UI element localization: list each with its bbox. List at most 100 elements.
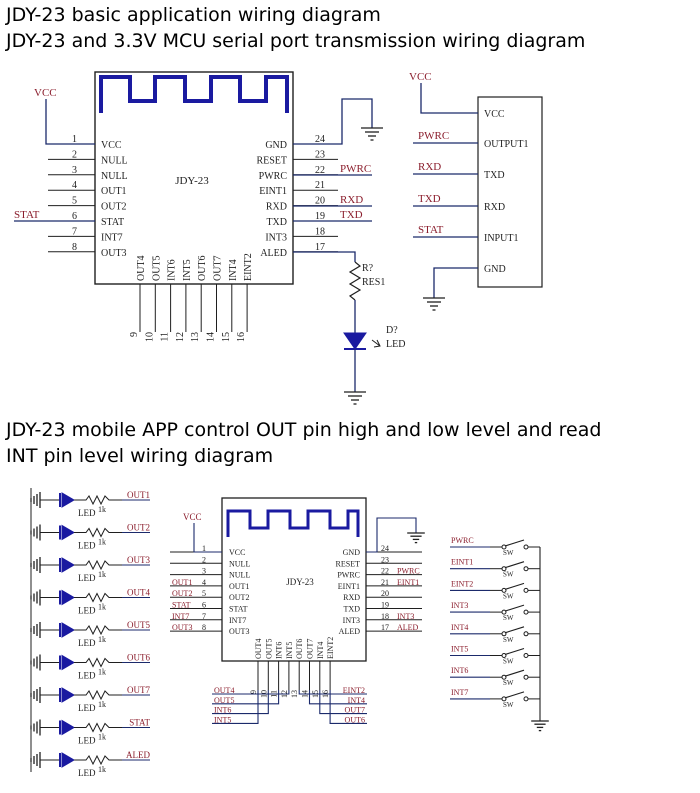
switch-net-label: EINT1 — [451, 558, 473, 567]
pin-name: INT6 — [275, 642, 284, 659]
switch-contact — [501, 653, 507, 658]
pin-name: RESET — [336, 559, 361, 568]
vcc-label: VCC — [183, 512, 202, 522]
switch-contact — [523, 631, 529, 637]
pin-number: 7 — [202, 612, 206, 621]
vcc-wire — [193, 523, 222, 553]
pin-number: 4 — [72, 180, 77, 191]
chip-name-label: JDY-23 — [286, 577, 314, 587]
pin-number: 1 — [202, 544, 206, 553]
switch-icon — [504, 539, 525, 547]
switch-net-label: INT5 — [451, 645, 468, 654]
pin-name: OUT6 — [295, 639, 304, 659]
pin-number: 18 — [381, 612, 389, 621]
bottom-net-wire — [212, 690, 290, 695]
ground-icon — [30, 687, 41, 703]
pin-name: PWRC — [337, 571, 360, 580]
pin-number: 20 — [315, 196, 325, 207]
resistor-icon — [348, 261, 362, 301]
pin-name: EINT1 — [338, 582, 360, 591]
ground-icon — [30, 719, 41, 736]
resistor-icon — [74, 754, 122, 766]
led-net-label: OUT3 — [127, 555, 150, 565]
pin-number: 19 — [315, 211, 325, 222]
mcu-pin-name: TXD — [484, 170, 505, 181]
pin-name: TXD — [344, 605, 361, 614]
heading-app-control-line1: JDY-23 mobile APP control OUT pin high a… — [6, 419, 602, 441]
pin-name: OUT3 — [101, 248, 127, 259]
led-icon — [61, 557, 75, 573]
pin-name: TXD — [266, 217, 287, 228]
pin-name: OUT2 — [229, 593, 249, 602]
antenna-trace — [226, 509, 360, 537]
heading-mcu-serial: JDY-23 and 3.3V MCU serial port transmis… — [6, 30, 586, 52]
resistor-name: RES1 — [362, 277, 385, 288]
led-net-label: OUT1 — [127, 490, 150, 500]
led-icon — [343, 332, 367, 350]
pin-name: STAT — [101, 217, 124, 228]
mcu-net-label: TXD — [418, 193, 441, 205]
led-light-arrow — [371, 339, 381, 348]
ground-icon — [344, 391, 366, 405]
mcu-pin-name: RXD — [484, 202, 505, 213]
pin-name: OUT1 — [229, 582, 249, 591]
pin-name: ALED — [339, 627, 361, 636]
pin-number: 16 — [236, 332, 247, 342]
switch-label: SW — [503, 549, 514, 557]
pin-number: 12 — [175, 332, 186, 342]
txd-net-label: TXD — [340, 209, 363, 221]
resistor-icon — [74, 559, 122, 571]
pwrc-net-label: PWRC — [340, 163, 371, 175]
antenna-trace — [99, 75, 289, 113]
resistor-icon — [74, 624, 122, 636]
vcc-label: VCC — [34, 87, 57, 99]
led-net-label: OUT2 — [127, 523, 150, 533]
ground-icon — [407, 532, 425, 544]
heading-app-control-line2: INT pin level wiring diagram — [6, 445, 274, 467]
pin-name: RESET — [256, 155, 287, 166]
ground-icon — [30, 524, 41, 541]
heading-basic-wiring: JDY-23 basic application wiring diagram — [6, 4, 381, 26]
net-label: STAT — [172, 601, 191, 610]
pin-number: 4 — [202, 578, 206, 587]
pin-name: VCC — [101, 140, 122, 151]
resistor-icon — [74, 527, 122, 538]
net-label: OUT7 — [345, 706, 365, 715]
mcu-pin-name: GND — [484, 264, 506, 275]
ground-icon — [30, 654, 41, 671]
pin-name: RXD — [343, 593, 360, 602]
ground-icon — [30, 589, 41, 606]
bottom-net-wire — [319, 690, 367, 715]
switch-contact — [501, 587, 507, 593]
ground-icon — [30, 752, 41, 768]
pin-number: 22 — [315, 165, 325, 176]
resistor-icon — [74, 689, 122, 701]
bottom-net-wire — [212, 690, 259, 724]
switch-contact — [501, 696, 507, 702]
switch-contact — [501, 631, 507, 637]
pin-name: OUT1 — [101, 186, 127, 197]
ground-icon — [30, 492, 41, 508]
switch-label: SW — [503, 679, 514, 687]
led-name: LED — [386, 339, 405, 350]
jdy23-chip-outline — [94, 71, 294, 285]
led-icon — [61, 622, 75, 638]
switch-contact — [523, 696, 529, 702]
pin-number: 6 — [202, 601, 206, 610]
pin-number: 1 — [72, 134, 77, 145]
net-label: PWRC — [397, 567, 420, 576]
pin-number: 23 — [381, 555, 389, 564]
switch-contact — [501, 674, 507, 680]
net-label: INT7 — [172, 612, 189, 621]
rxd-net-label: RXD — [340, 194, 363, 206]
net-label: OUT2 — [172, 589, 192, 598]
pin-number: 21 — [315, 180, 325, 191]
led-icon — [61, 752, 75, 768]
gnd-wire — [293, 98, 373, 145]
switch-icon — [504, 626, 525, 634]
bottom-net-wire — [212, 690, 280, 705]
pin-number: 22 — [381, 567, 389, 576]
aled-wire — [293, 251, 356, 262]
switch-net-label: INT6 — [451, 666, 468, 675]
